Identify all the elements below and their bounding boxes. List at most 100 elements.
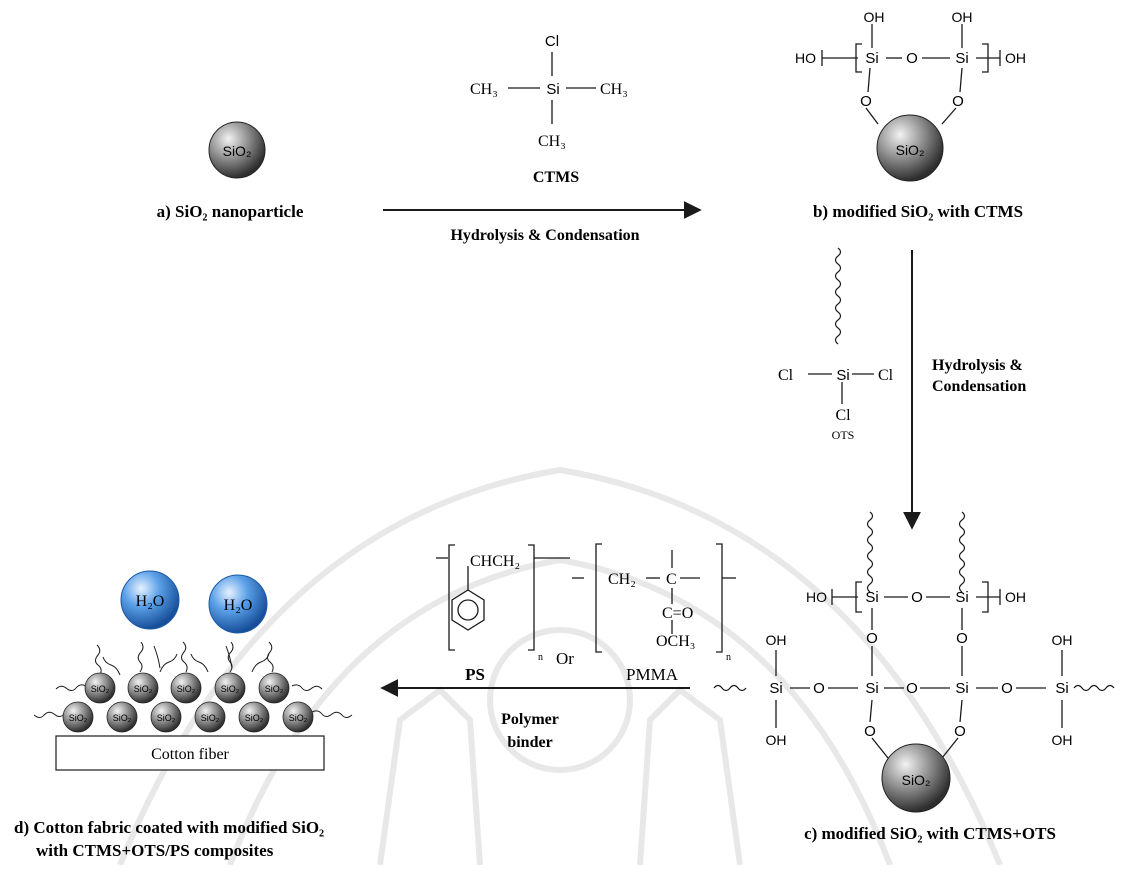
polymer-binders: CHCH₂ n Or CH₂ C C=O OCH₃ n PS PMMA	[436, 543, 736, 684]
c-oh-far-left-top: OH	[766, 632, 787, 648]
ps-n: n	[538, 652, 543, 663]
benzene-ring-icon	[451, 589, 485, 631]
ctms-label: CTMS	[533, 169, 579, 186]
ots-cl-bottom: Cl	[835, 407, 851, 424]
d-sphere-label: SiO₂	[221, 684, 240, 694]
d-sphere-label: SiO₂	[134, 684, 153, 694]
pmma-label: PMMA	[626, 665, 679, 684]
c-si-far-right: Si	[1055, 680, 1068, 697]
c-o-left-lower: O	[864, 723, 876, 740]
b-o-bridge: O	[906, 50, 918, 67]
c-o-far-right: O	[1001, 680, 1013, 697]
b-si-left: Si	[865, 50, 878, 67]
b-ho: HO	[795, 50, 816, 66]
alkyl-chain-icon	[33, 641, 353, 718]
water-droplet-icon	[208, 574, 268, 634]
step3-label-1: Polymer	[501, 711, 559, 728]
sio2-nanoparticle: SiO₂	[208, 121, 266, 179]
c-si-mid-right: Si	[955, 680, 968, 697]
sphere-label: SiO₂	[223, 143, 252, 159]
c-sphere-label: SiO₂	[902, 772, 931, 788]
sio2-sphere-icon	[84, 672, 116, 704]
pmma-ch2: CH₂	[608, 571, 636, 588]
ots-label: OTS	[832, 428, 855, 442]
sio2-sphere-icon	[876, 114, 944, 182]
ps-label: PS	[465, 665, 485, 684]
c-oh-far-left-bottom: OH	[766, 732, 787, 748]
pmma-co: C=O	[662, 605, 693, 622]
water-label-right: H₂O	[224, 597, 253, 614]
d-sphere-label: SiO₂	[177, 684, 196, 694]
label-d-line2: with CTMS+OTS/PS composites	[36, 841, 274, 860]
sio2-sphere-icon	[881, 743, 951, 813]
ots-cl-left: Cl	[778, 367, 794, 384]
step1-label: Hydrolysis & Condensation	[450, 227, 639, 244]
c-o-right-lower: O	[954, 723, 966, 740]
ots-si: Si	[836, 367, 849, 384]
sio2-sphere-icon	[282, 701, 314, 733]
d-sphere-label: SiO₂	[157, 713, 176, 723]
label-b: b) modified SiO₂ with CTMS	[813, 202, 1023, 221]
c-si-mid-left: Si	[865, 680, 878, 697]
d-sphere-label: SiO₂	[69, 713, 88, 723]
label-a: a) SiO₂ nanoparticle	[157, 202, 304, 221]
sio2-sphere-icon	[170, 672, 202, 704]
step2-label-1: Hydrolysis &	[932, 357, 1023, 374]
ctms-ch3-right: CH₃	[600, 81, 628, 98]
d-sphere-label: SiO₂	[91, 684, 110, 694]
b-oh-left: OH	[864, 9, 885, 25]
coated-cotton-fabric: Cotton fiber SiO₂ S	[33, 570, 353, 771]
c-o-far-left: O	[813, 680, 825, 697]
c-o-left-upper: O	[866, 630, 878, 647]
cotton-fiber-block	[55, 735, 325, 771]
c-ho: HO	[806, 589, 827, 605]
ctms-ch3-left: CH₃	[470, 81, 498, 98]
b-oh-end: OH	[1005, 50, 1026, 66]
step2-label-2: Condensation	[932, 378, 1026, 395]
d-sphere-label: SiO₂	[265, 684, 284, 694]
d-sphere-label: SiO₂	[289, 713, 308, 723]
step3-label-2: binder	[507, 734, 552, 751]
sio2-sphere-icon	[62, 701, 94, 733]
ots-cl-right: Cl	[878, 367, 894, 384]
c-si-top-left: Si	[865, 589, 878, 606]
pmma-c: C	[666, 571, 677, 588]
b-oh-right: OH	[952, 9, 973, 25]
pmma-n: n	[726, 652, 731, 663]
ctms-ch3-bottom: CH₃	[538, 133, 566, 150]
c-oh-far-right-bottom: OH	[1052, 732, 1073, 748]
c-o-mid: O	[906, 680, 918, 697]
d-sphere-label: SiO₂	[113, 713, 132, 723]
or-label: Or	[556, 649, 574, 668]
b-si-right: Si	[955, 50, 968, 67]
sio2-sphere-icon	[214, 672, 246, 704]
label-c: c) modified SiO₂ with CTMS+OTS	[804, 824, 1056, 843]
modified-sio2-ctms-ots: HO Si O Si OH O O OH OH Si O Si O Si O S…	[713, 511, 1115, 813]
b-o-left: O	[860, 93, 872, 110]
c-o-top: O	[911, 589, 923, 606]
sio2-sphere-icon	[127, 672, 159, 704]
ctms-molecule	[508, 52, 596, 124]
cotton-fiber-label: Cotton fiber	[151, 746, 229, 763]
c-oh-top: OH	[1005, 589, 1026, 605]
d-sphere-label: SiO₂	[245, 713, 264, 723]
c-o-right-upper: O	[956, 630, 968, 647]
modified-sio2-ctms: OH OH HO Si O Si OH O O SiO₂	[795, 9, 1026, 182]
ps-chch2: CHCH₂	[470, 553, 520, 570]
sio2-sphere-icon	[150, 701, 182, 733]
c-si-far-left: Si	[769, 680, 782, 697]
sio2-sphere-icon	[258, 672, 290, 704]
label-d-line1: d) Cotton fabric coated with modified Si…	[14, 818, 324, 837]
b-sphere-label: SiO₂	[896, 142, 925, 158]
water-label-left: H₂O	[136, 593, 165, 610]
water-droplet-icon	[120, 570, 180, 630]
sio2-sphere-icon	[106, 701, 138, 733]
b-o-right: O	[952, 93, 964, 110]
ots-molecule: Cl Si Cl Cl OTS	[778, 247, 894, 442]
ctms-si: Si	[546, 81, 559, 98]
sio2-sphere-icon	[238, 701, 270, 733]
c-oh-far-right-top: OH	[1052, 632, 1073, 648]
ctms-cl: Cl	[545, 33, 559, 50]
